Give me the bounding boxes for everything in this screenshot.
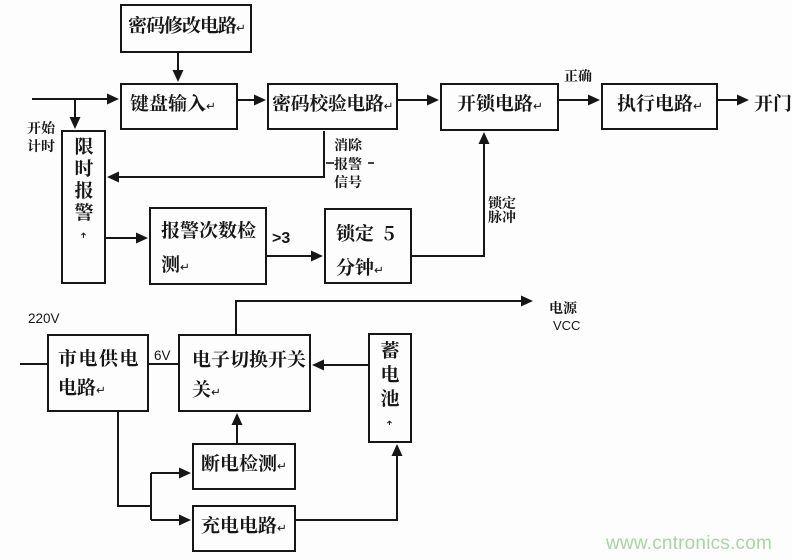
edge-verify-to-alarm-arrowhead bbox=[107, 171, 119, 183]
label-start-timing-line2 bbox=[27, 139, 55, 155]
node-charging-circuit bbox=[192, 505, 296, 552]
label-lock-pulse bbox=[488, 196, 516, 226]
node-charging-circuit-label bbox=[201, 515, 287, 538]
label-open-door bbox=[754, 94, 792, 116]
edge-switch-to-vcc bbox=[235, 300, 522, 334]
label-220v-text: 220V bbox=[28, 311, 60, 326]
node-storage-battery bbox=[368, 333, 412, 443]
node-lock-5-minutes bbox=[324, 208, 412, 284]
label-220v: 220V bbox=[28, 311, 60, 326]
edge-modify-to-keyboard-arrowhead bbox=[172, 70, 184, 82]
edge-switch-to-vcc-arrowhead bbox=[521, 295, 533, 307]
label-6v: 6V bbox=[154, 348, 171, 363]
label-correct bbox=[564, 69, 592, 85]
label-lock-pulse-line2 bbox=[488, 210, 516, 226]
label-lock-pulse-line1 bbox=[488, 196, 516, 212]
edge-verify-to-alarm bbox=[119, 131, 325, 178]
node-outage-detect bbox=[192, 443, 296, 490]
node-lock-5min-line1 bbox=[336, 224, 410, 246]
node-alarm-count-detect bbox=[149, 207, 267, 285]
node-lock-5min-line2 bbox=[336, 258, 410, 280]
node-electronic-switch bbox=[178, 334, 311, 412]
label-clear-alarm-line2 bbox=[334, 156, 362, 173]
label-clear-alarm-line3 bbox=[334, 175, 362, 191]
label-start-timing bbox=[27, 121, 55, 155]
edge-execute-to-door-arrowhead bbox=[737, 94, 749, 106]
label-power-vcc: VCC bbox=[549, 301, 580, 333]
edge-alarm-to-count-arrowhead bbox=[136, 232, 148, 244]
node-electronic-switch-line2 bbox=[192, 380, 309, 402]
label-power-vcc-line1 bbox=[549, 301, 580, 317]
node-password-modify-label bbox=[128, 15, 245, 38]
edge-feed-to-charge-arrowhead bbox=[179, 514, 191, 526]
node-execute-circuit bbox=[601, 83, 718, 130]
edge-mains-down-feed bbox=[117, 412, 151, 507]
node-mains-supply-line1 bbox=[58, 349, 147, 371]
node-timed-alarm bbox=[61, 130, 106, 284]
node-mains-supply-circuit bbox=[47, 334, 149, 412]
edge-input-branch-to-alarm-arrowhead bbox=[69, 117, 81, 129]
edge-verify-to-unlock-arrowhead bbox=[427, 94, 439, 106]
node-timed-alarm-label bbox=[74, 137, 94, 238]
edge-count-to-lock-arrowhead bbox=[311, 250, 323, 262]
node-keyboard-input bbox=[120, 83, 238, 130]
node-storage-battery-label bbox=[380, 341, 400, 425]
edge-unlock-to-execute-arrowhead bbox=[588, 94, 600, 106]
edge-input-to-keyboard-arrowhead bbox=[107, 93, 119, 105]
node-outage-detect-label bbox=[201, 453, 287, 476]
node-password-modify-circuit bbox=[120, 4, 252, 53]
edge-lock-to-unlock bbox=[412, 143, 485, 257]
watermark-cntronics: www.cntronics.com bbox=[606, 533, 772, 554]
node-electronic-switch-line1 bbox=[192, 350, 309, 372]
label-greater-than-3: >3 bbox=[272, 230, 290, 248]
label-correct-text bbox=[564, 69, 592, 85]
node-keyboard-input-label bbox=[130, 93, 216, 116]
label-clear-alarm-signal bbox=[334, 138, 362, 191]
edge-feed-to-outage-arrowhead bbox=[179, 467, 191, 479]
node-alarm-count-line1 bbox=[161, 221, 265, 243]
label-open-door-text bbox=[754, 94, 792, 116]
edge-lock-to-unlock-arrowhead bbox=[478, 132, 490, 144]
node-unlock-circuit-label bbox=[457, 94, 543, 116]
node-execute-circuit-label bbox=[617, 93, 703, 116]
node-unlock-circuit bbox=[440, 83, 559, 131]
edge-charge-to-battery-arrowhead bbox=[391, 444, 403, 456]
label-power-vcc-line2: VCC bbox=[553, 318, 581, 333]
edge-outage-to-switch-arrowhead bbox=[231, 413, 243, 425]
label-clear-alarm-line1 bbox=[334, 138, 362, 154]
node-password-verify-circuit bbox=[267, 83, 398, 130]
node-alarm-count-line2 bbox=[161, 255, 265, 277]
edge-battery-to-switch-arrowhead bbox=[312, 359, 324, 371]
edge-keyboard-to-verify-arrowhead bbox=[254, 94, 266, 106]
label-greater-than-3-text: >3 bbox=[272, 230, 291, 247]
node-password-verify-label bbox=[272, 93, 394, 116]
node-mains-supply-line2 bbox=[58, 378, 147, 400]
label-6v-text: 6V bbox=[154, 348, 171, 363]
label-start-timing-line1 bbox=[27, 121, 55, 137]
edge-charge-to-battery bbox=[296, 455, 398, 521]
